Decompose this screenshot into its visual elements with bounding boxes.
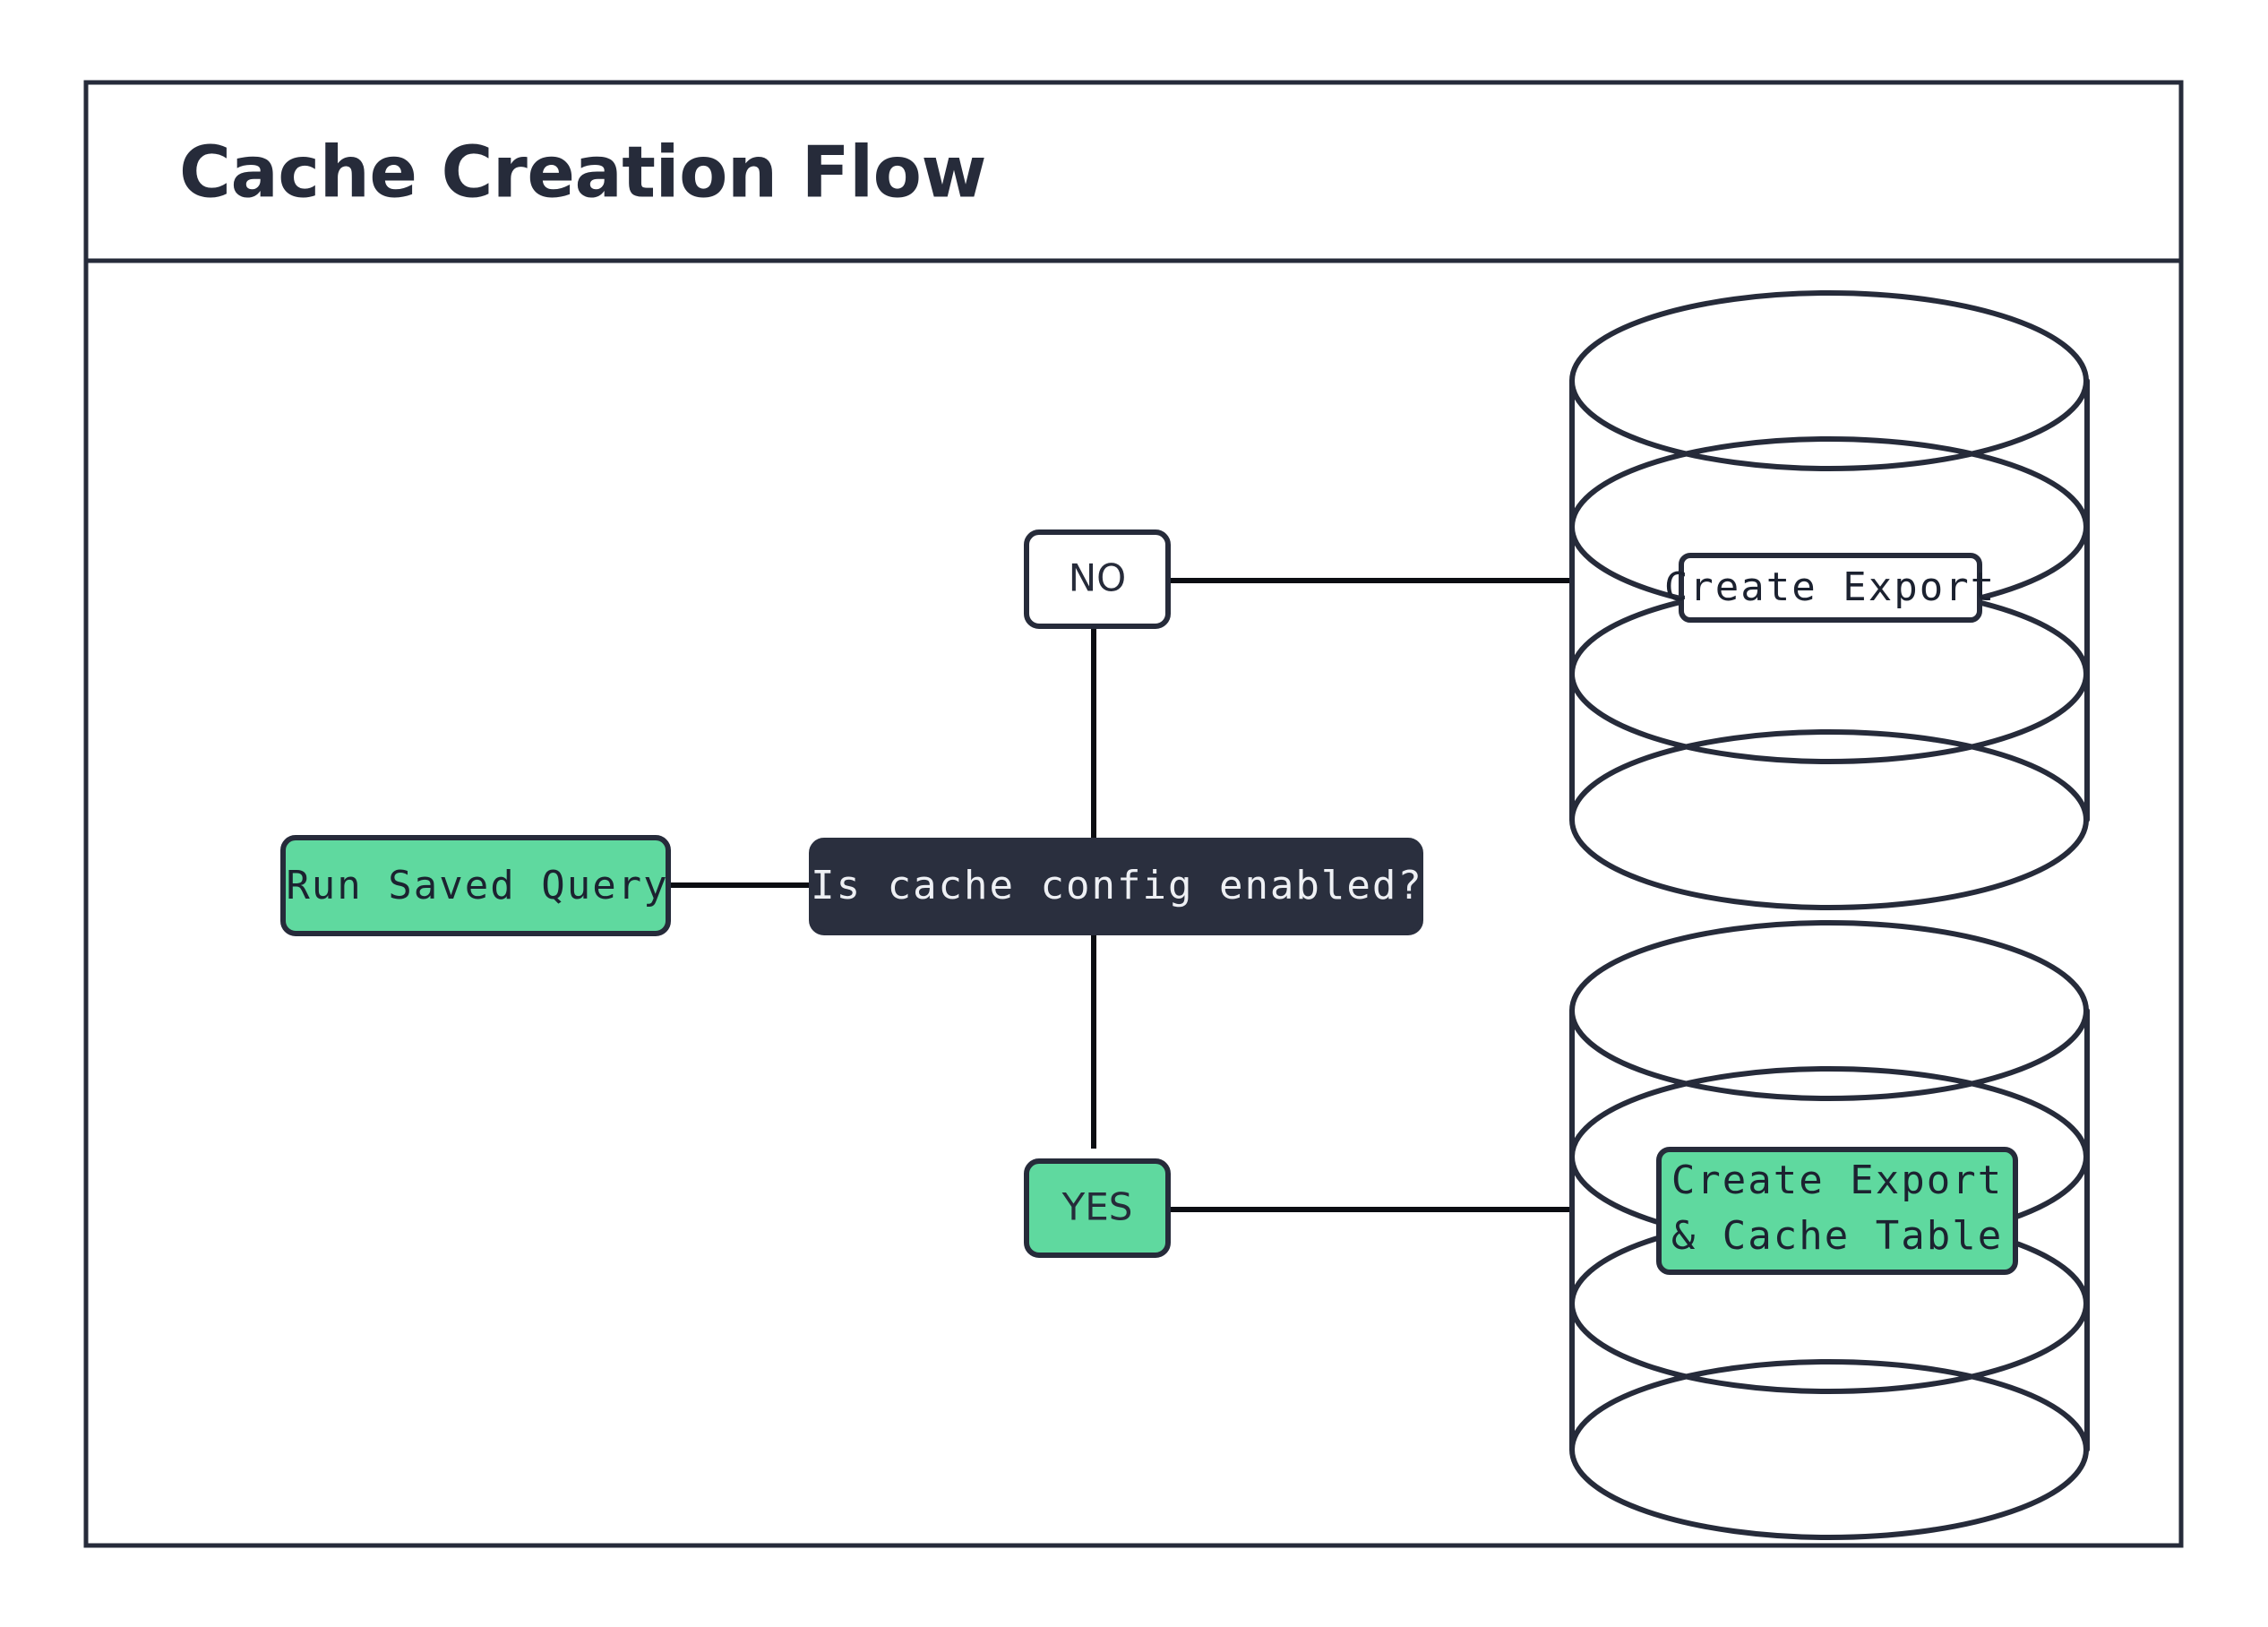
export-cache-db-disk-4 bbox=[1569, 1359, 2089, 1540]
database-export-cache-db[interactable]: Create Export & Cache Table bbox=[1569, 920, 2090, 1540]
branch-yes-box bbox=[1024, 1158, 1171, 1258]
export-cache-db-disk-1 bbox=[1569, 920, 2089, 1101]
run-saved-query-label: Run Saved Query bbox=[286, 863, 668, 908]
node-run-saved-query[interactable]: Run Saved Query bbox=[280, 835, 671, 936]
branch-yes-label: YES bbox=[1061, 1185, 1133, 1229]
node-is-cache-config-enabled[interactable]: Is cache config enabled? bbox=[809, 838, 1423, 935]
branch-no-label: NO bbox=[1069, 556, 1126, 600]
export-db-disk-4 bbox=[1569, 729, 2089, 910]
export-db-label: Create Export bbox=[1664, 564, 1996, 610]
node-branch-no[interactable]: NO bbox=[1024, 529, 1171, 629]
export-cache-db-label-plate bbox=[1656, 1147, 2018, 1275]
node-branch-yes[interactable]: YES bbox=[1024, 1158, 1171, 1258]
branch-no-box bbox=[1024, 529, 1171, 629]
decision-label: Is cache config enabled? bbox=[811, 863, 1423, 908]
decision-box bbox=[809, 838, 1423, 935]
export-cache-db-label-line-1: Create Export bbox=[1671, 1158, 2003, 1203]
database-export-db[interactable]: Create Export bbox=[1569, 290, 2090, 910]
edges-layer bbox=[667, 578, 1576, 1212]
run-saved-query-box bbox=[280, 835, 671, 936]
export-cache-db-label-line-2: & Cache Table bbox=[1671, 1213, 2003, 1259]
page-title: Cache Creation Flow bbox=[179, 131, 986, 213]
export-db-label-plate bbox=[1679, 553, 1982, 623]
export-db-disk-1 bbox=[1569, 290, 2089, 471]
